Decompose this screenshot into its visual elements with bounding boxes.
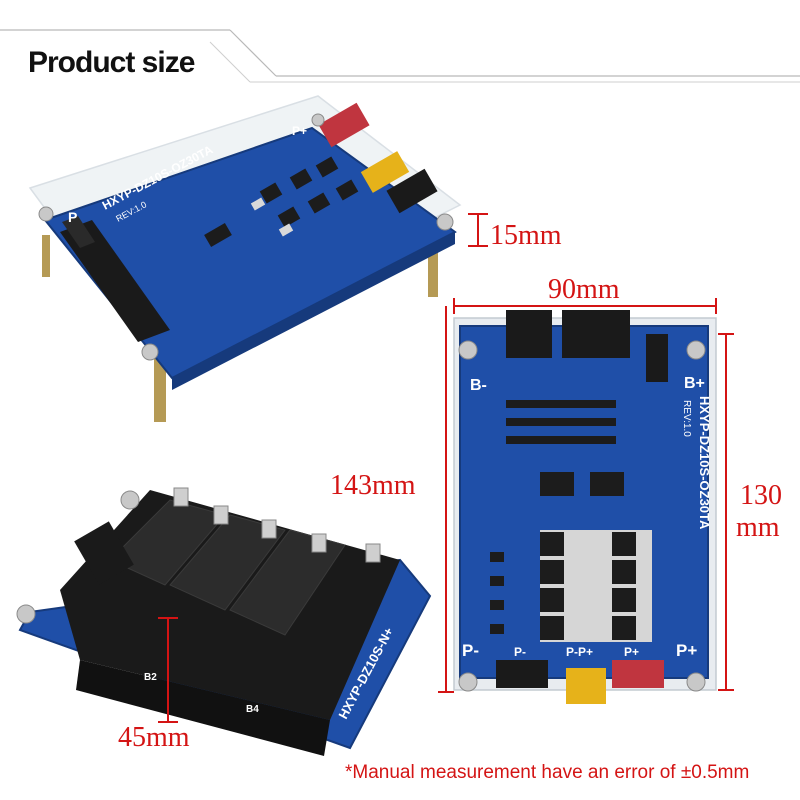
dimension-board-unit: mm: [736, 512, 780, 543]
silk-b4: B4: [246, 704, 259, 715]
cell-holder-view: HXYP-DZ10S-N+ B2 B4: [16, 487, 432, 756]
silk-p-plus: P+: [676, 641, 697, 660]
screw: [311, 113, 325, 127]
dimension-height-label: 15mm: [490, 220, 562, 251]
height-marker-45mm: [158, 617, 178, 723]
screw: [38, 206, 54, 222]
dimension-board-value: 130: [740, 480, 782, 511]
silk-b2: B2: [144, 672, 157, 683]
width-marker-90mm: [453, 298, 717, 314]
silk-p-plus-small: P+: [624, 645, 639, 659]
front-model-label: HXYP-DZ10S-OZ30TA: [697, 396, 712, 530]
screw: [458, 672, 478, 692]
length-marker-130mm: [718, 333, 734, 691]
silk-p-minus: P-: [462, 641, 479, 660]
silk-p-plus-label: P+: [292, 124, 307, 138]
silk-b-minus: B-: [470, 377, 487, 394]
board-angled-view: HXYP-DZ10S-OZ30TA REV:1.0 P P+: [28, 95, 462, 422]
screw: [16, 604, 36, 624]
standoff: [154, 358, 166, 422]
xt60-connector: [566, 668, 606, 704]
length-marker-143mm: [438, 306, 454, 693]
screw: [120, 490, 140, 510]
dimension-length-label: 143mm: [330, 470, 416, 501]
p-minus-connector: [496, 660, 548, 688]
header-decor-lines: [0, 29, 800, 83]
dimension-holder-label: 45mm: [118, 722, 190, 753]
page-title: Product size: [28, 46, 195, 79]
silk-b-plus: B+: [684, 375, 705, 392]
silk-p-mid: P-P+: [566, 645, 593, 659]
standoff: [428, 245, 438, 297]
mosfet-array: [490, 530, 652, 642]
measurement-footnote: *Manual measurement have an error of ±0.…: [345, 762, 750, 783]
silk-p-minus-small: P-: [514, 645, 526, 659]
silk-p-label: P: [68, 209, 77, 225]
front-revision-label: REV:1.0: [681, 400, 692, 437]
screw: [686, 672, 706, 692]
dimension-width-label: 90mm: [548, 274, 620, 305]
standoff: [42, 235, 50, 277]
height-marker-15mm: [468, 213, 488, 247]
p-plus-connector: [612, 660, 664, 688]
screw: [436, 213, 454, 231]
screw: [458, 340, 478, 360]
screw: [141, 343, 159, 361]
board-front-view: HXYP-DZ10S-OZ30TA REV:1.0 B- B+ P- P+ P-…: [453, 310, 717, 704]
screw: [686, 340, 706, 360]
